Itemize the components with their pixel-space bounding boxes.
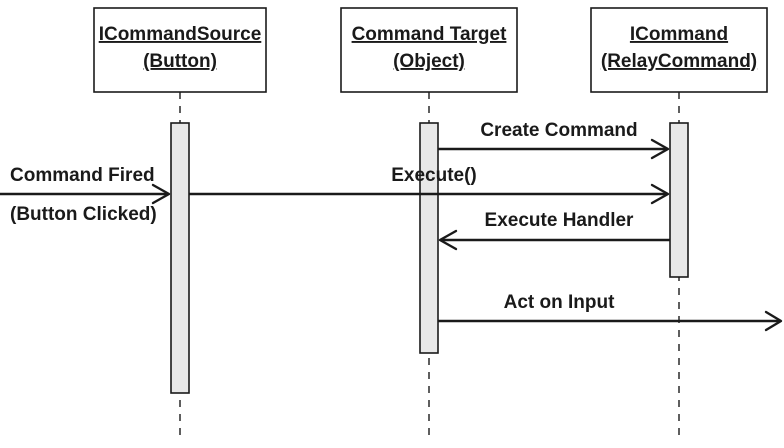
- participant-icommandsource-title: ICommandSource: [99, 24, 262, 45]
- arrowhead-icon: [764, 310, 783, 332]
- message-execute-handler-label: Execute Handler: [485, 210, 634, 231]
- participant-icommand: ICommand (RelayCommand): [590, 7, 768, 93]
- participant-command-target-subtitle: (Object): [393, 51, 465, 72]
- message-command-fired: Command Fired (Button Clicked): [0, 165, 171, 225]
- message-act-on-input-label: Act on Input: [504, 292, 615, 313]
- activation-command-target: [419, 122, 439, 354]
- activation-icommand: [669, 122, 689, 278]
- participant-icommand-subtitle: (RelayCommand): [601, 51, 757, 72]
- message-command-fired-label: Command Fired: [10, 165, 155, 186]
- participant-command-target-title: Command Target: [352, 24, 508, 45]
- message-create-command-label: Create Command: [480, 120, 637, 141]
- arrowhead-icon: [438, 229, 458, 251]
- message-act-on-input: Act on Input: [438, 292, 783, 332]
- message-button-clicked-label: (Button Clicked): [10, 204, 157, 225]
- message-execute: Execute(): [189, 165, 670, 205]
- message-create-command: Create Command: [438, 120, 670, 160]
- message-execute-label: Execute(): [391, 165, 477, 186]
- participant-icommandsource-subtitle: (Button): [143, 51, 217, 72]
- message-execute-handler: Execute Handler: [438, 210, 670, 251]
- participant-icommandsource: ICommandSource (Button): [93, 7, 267, 93]
- participant-icommand-title: ICommand: [630, 24, 728, 45]
- arrowhead-icon: [650, 183, 670, 205]
- activation-icommandsource: [170, 122, 190, 394]
- arrowhead-icon: [151, 183, 171, 205]
- arrowhead-icon: [650, 138, 670, 160]
- participant-command-target: Command Target (Object): [340, 7, 518, 93]
